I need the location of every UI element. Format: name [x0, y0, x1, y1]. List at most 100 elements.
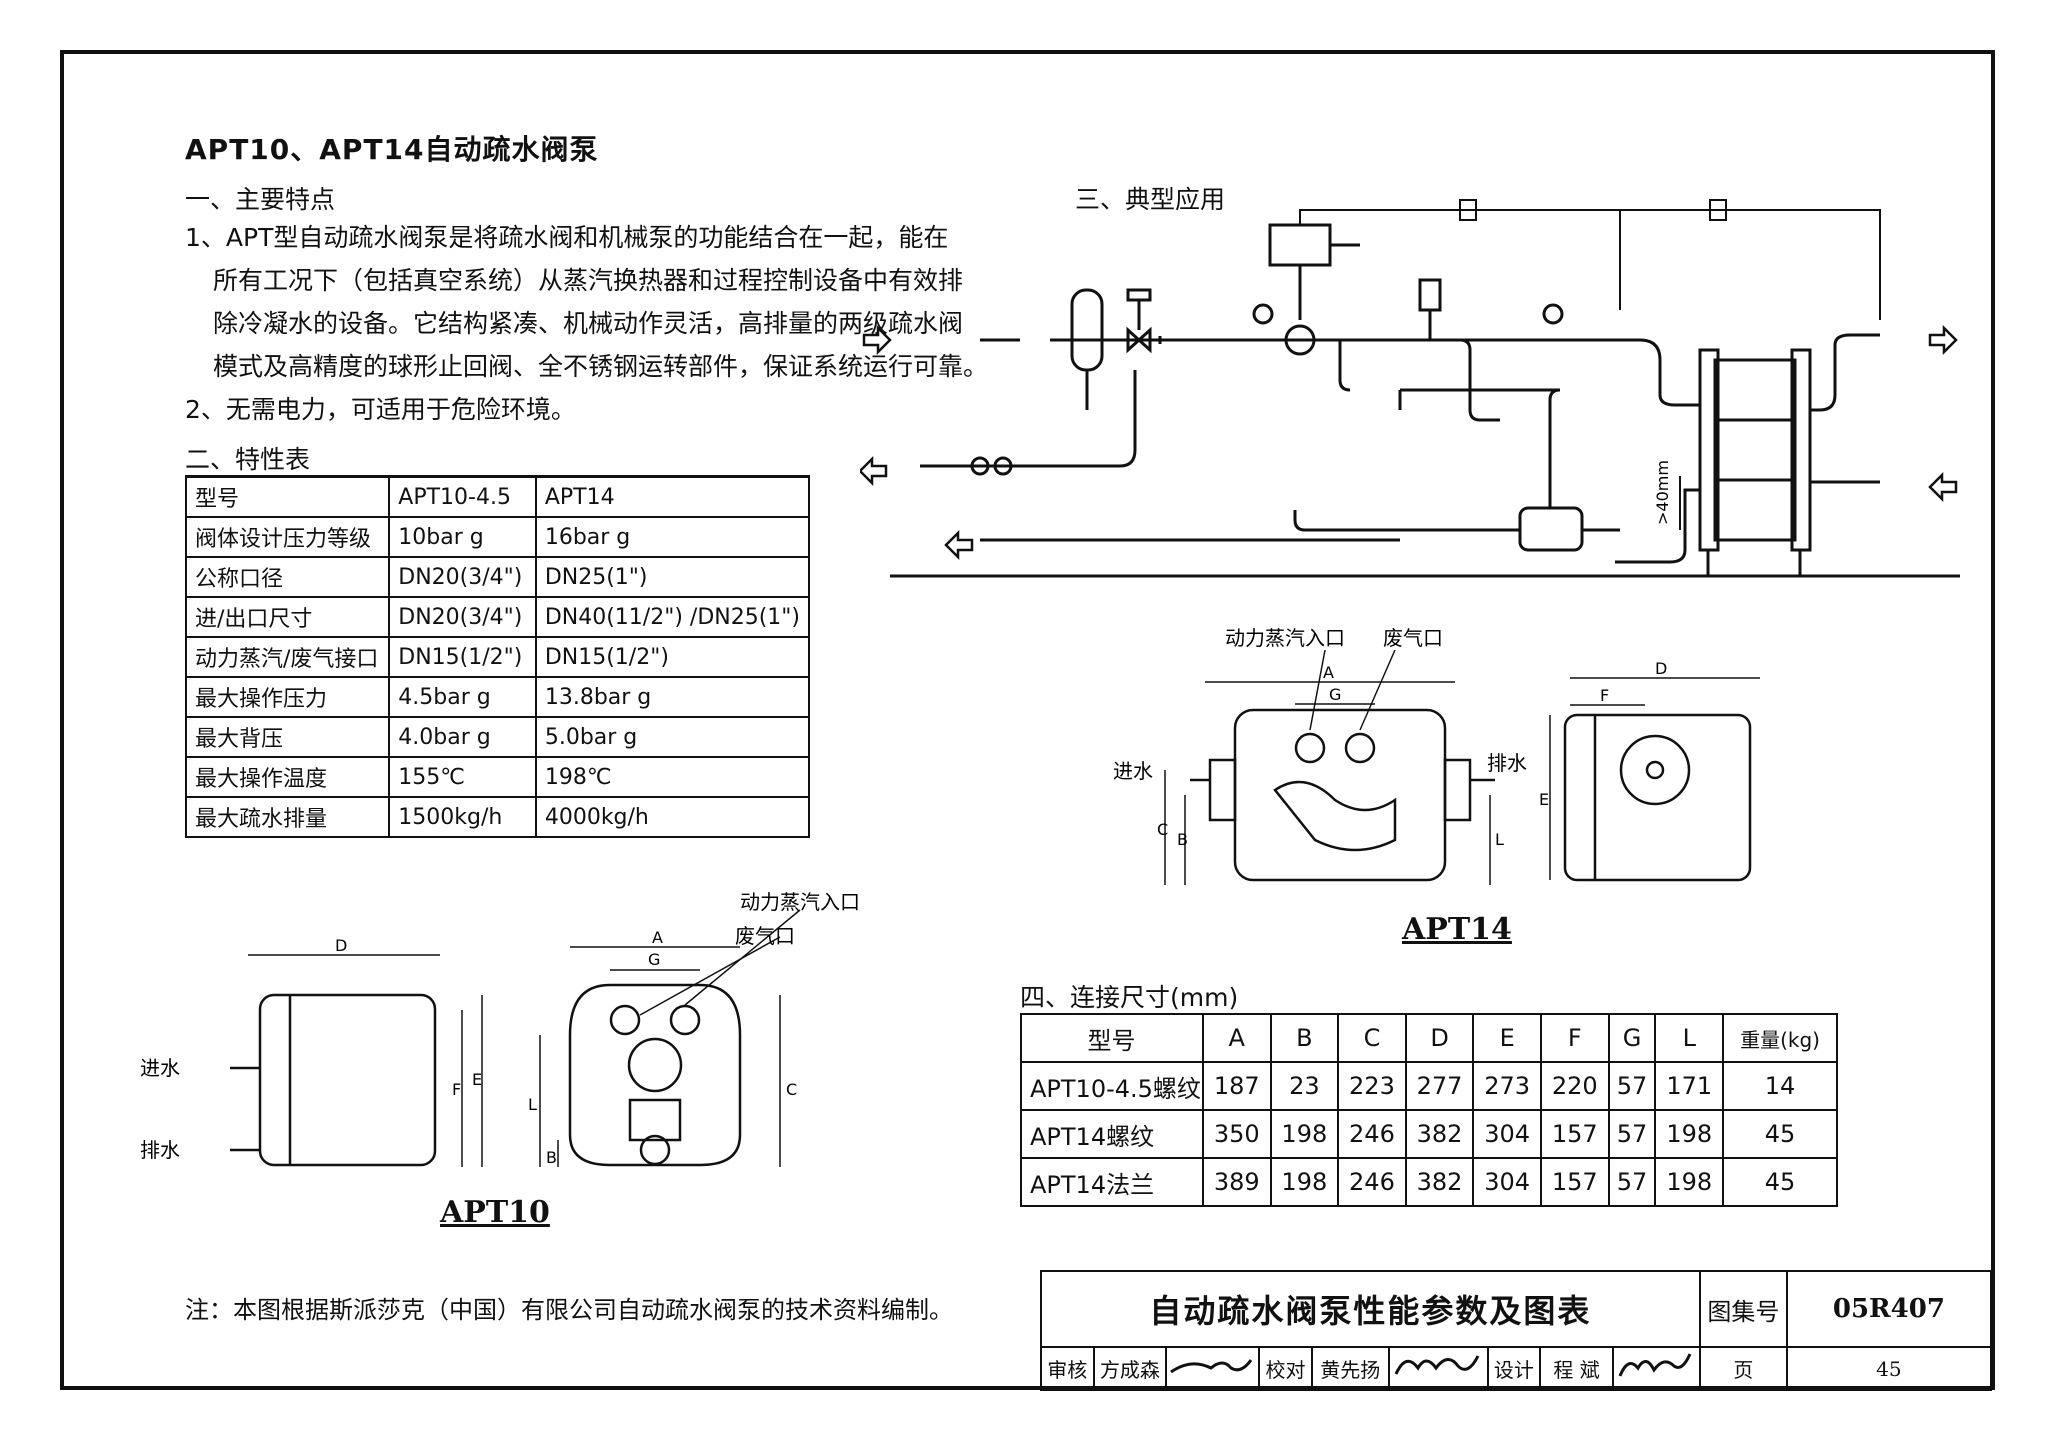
section2-heading: 二、特性表 [185, 445, 311, 474]
feature1-paragraph: 1、APT型自动疏水阀泵是将疏水阀和机械泵的功能结合在一起，能在 所有工况下（包… [185, 216, 988, 431]
safety-valve-icon [1418, 278, 1442, 312]
control-valve-icon [1284, 324, 1316, 356]
dims-cell: 246 [1337, 1157, 1407, 1207]
spec-cell: 4000kg/h [534, 796, 811, 838]
dims-cell: 57 [1607, 1109, 1657, 1159]
heat-exchanger-icon [1713, 358, 1797, 542]
spec-cell: DN20(3/4") [388, 556, 537, 598]
pipe [1460, 338, 1700, 407]
dims-cell: 277 [1404, 1061, 1475, 1111]
spec-cell: 最大操作温度 [184, 756, 391, 798]
inlet-arrow-icon [1928, 471, 1958, 503]
page-number: 45 [1785, 1346, 1993, 1391]
spec-table-header: 型号 APT10-4.5 APT14 [184, 475, 811, 518]
spec-cell: 4.0bar g [388, 716, 537, 758]
sensor-icon [1459, 199, 1477, 221]
dim-letter: E [472, 1070, 482, 1089]
separator-icon [1070, 288, 1104, 372]
spec-cell: 型号 [184, 475, 391, 518]
dim-letter: D [335, 936, 347, 955]
dims-cell: L [1654, 1013, 1725, 1063]
dims-cell: 246 [1337, 1109, 1407, 1159]
dim-letter: A [652, 928, 663, 947]
dims-cell: 157 [1539, 1157, 1610, 1207]
outlet-arrow-icon [860, 455, 888, 487]
title-block: 自动疏水阀泵性能参数及图表 图集号 05R407 审核 方成森 校对 黄先扬 设… [1040, 1270, 1993, 1391]
spec-cell: 10bar g [388, 516, 537, 558]
spec-cell: DN15(1/2") [534, 636, 811, 678]
apt10-drawing: 进水 排水 动力蒸汽入口 废气口 D F E A G L C B [140, 890, 860, 1167]
steam-inlet-label: 动力蒸汽入口 [1225, 626, 1345, 650]
dims-cell: 157 [1539, 1109, 1610, 1159]
drawing-title: 自动疏水阀泵性能参数及图表 [1040, 1270, 1701, 1348]
design-label: 设计 [1486, 1346, 1542, 1391]
spec-cell: DN25(1") [534, 556, 811, 598]
dims-cell: 14 [1722, 1061, 1838, 1111]
dim-letter: G [1329, 685, 1341, 704]
feature1-line: 模式及高精度的球形止回阀、全不锈钢运转部件，保证系统运行可靠。 [213, 352, 989, 381]
design-name: 程 斌 [1539, 1346, 1614, 1391]
steam-inlet-label: 动力蒸汽入口 [740, 890, 860, 914]
dims-cell: APT14法兰 [1020, 1157, 1204, 1207]
dim-letter: C [786, 1080, 797, 1099]
dims-table-header: 型号 A B C D E F G L 重量(kg) [1020, 1013, 1838, 1063]
exhaust-label: 废气口 [735, 924, 795, 948]
dims-cell: 重量(kg) [1722, 1013, 1838, 1063]
dims-cell: APT10-4.5螺纹 [1020, 1061, 1204, 1111]
inlet-label: 进水 [1113, 759, 1153, 783]
dim-letter: B [546, 1148, 557, 1167]
dims-cell: 187 [1201, 1061, 1272, 1111]
dims-cell: 23 [1269, 1061, 1340, 1111]
dims-cell: 198 [1269, 1109, 1340, 1159]
spec-cell: 阀体设计压力等级 [184, 516, 391, 558]
dims-cell: F [1539, 1013, 1610, 1063]
apt10-caption: APT10 [440, 1195, 550, 1230]
dims-cell: 171 [1654, 1061, 1725, 1111]
pressure-gauge-icon [1542, 303, 1564, 325]
control-valve-actuator-icon [1268, 223, 1332, 267]
dims-cell: 198 [1654, 1109, 1725, 1159]
check-name: 黄先扬 [1310, 1346, 1390, 1391]
check-signature [1387, 1346, 1489, 1391]
dims-cell: A [1201, 1013, 1272, 1063]
dims-cell: 198 [1269, 1157, 1340, 1207]
spec-cell: 5.0bar g [534, 716, 811, 758]
typical-application-diagram: >40mm [860, 199, 1960, 578]
inlet-label: 进水 [140, 1056, 180, 1080]
dims-cell: 220 [1539, 1061, 1610, 1111]
dims-cell: D [1404, 1013, 1475, 1063]
feature1-line: 1、APT型自动疏水阀泵是将疏水阀和机械泵的功能结合在一起，能在 [185, 223, 949, 252]
doc-title: APT10、APT14自动疏水阀泵 [185, 133, 599, 166]
exhaust-label: 废气口 [1383, 626, 1443, 650]
signal-line [1299, 209, 1621, 310]
spec-cell: 公称口径 [184, 556, 391, 598]
dim-letter: F [452, 1080, 461, 1099]
spec-cell: 4.5bar g [388, 676, 537, 718]
outlet-label: 排水 [1487, 751, 1527, 775]
dims-cell: 223 [1337, 1061, 1407, 1111]
dims-cell: 57 [1607, 1061, 1657, 1111]
spec-cell: 1500kg/h [388, 796, 537, 838]
feature1-line: 除冷凝水的设备。它结构紧凑、机械动作灵活，高排量的两级疏水阀 [213, 309, 964, 338]
review-label: 审核 [1040, 1346, 1095, 1391]
dim-letter: F [1600, 686, 1609, 705]
dims-cell: APT14螺纹 [1020, 1109, 1204, 1159]
dims-cell: 273 [1472, 1061, 1542, 1111]
check-label: 校对 [1258, 1346, 1313, 1391]
dims-cell: 350 [1201, 1109, 1272, 1159]
globe-valve-icon [1126, 326, 1152, 354]
outlet-arrow-icon [1928, 324, 1958, 356]
spec-cell: DN15(1/2") [388, 636, 537, 678]
spec-cell: 198℃ [534, 756, 811, 798]
section3-heading: 三、典型应用 [1075, 185, 1226, 214]
apt14-front-body [1233, 708, 1447, 882]
feature1-line: 所有工况下（包括真空系统）从蒸汽换热器和过程控制设备中有效排 [213, 266, 964, 295]
